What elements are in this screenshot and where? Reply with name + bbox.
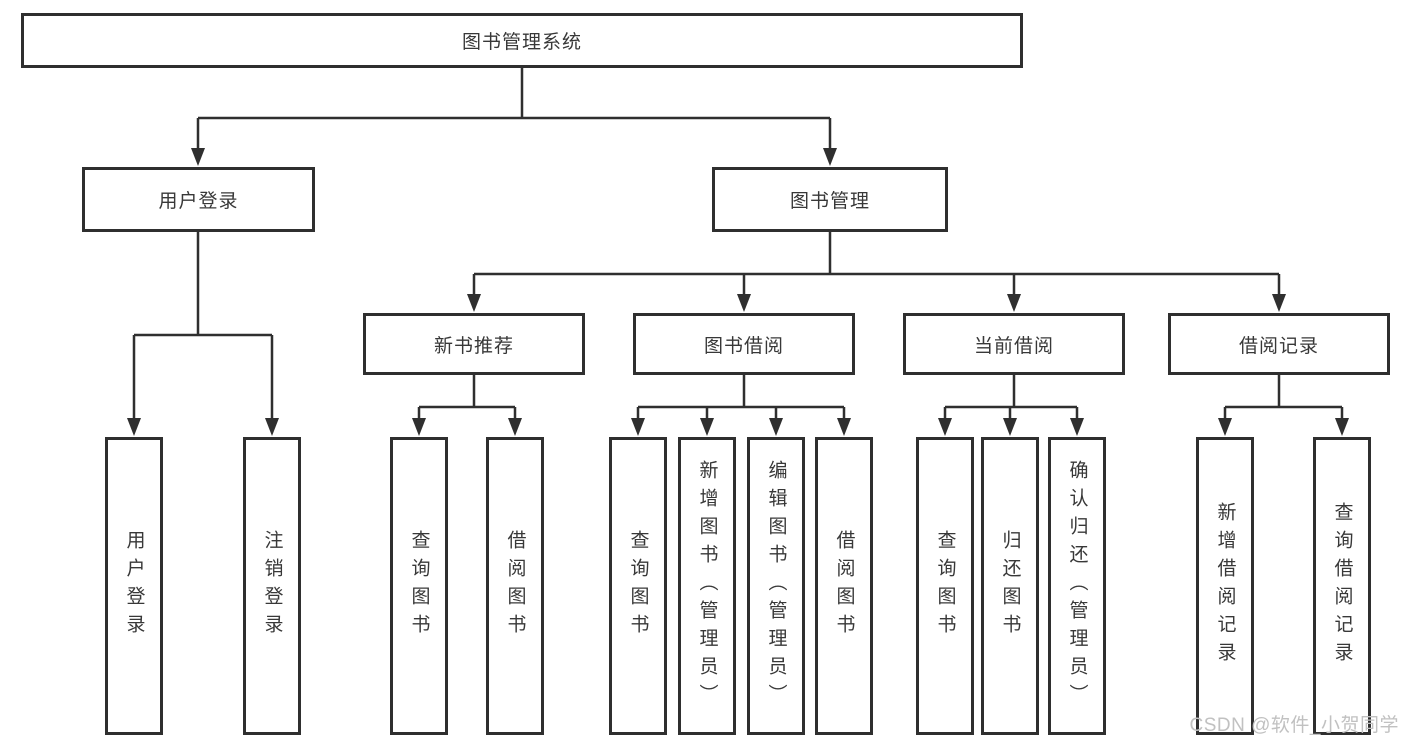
leaf-logout-label: 注销登录: [261, 530, 283, 642]
node-borrow-records: 借阅记录: [1168, 313, 1390, 375]
node-root: 图书管理系统: [21, 13, 1023, 68]
leaf-query-book-borrow: 查询图书: [609, 437, 667, 735]
leaf-borrow-book-label: 借阅图书: [833, 530, 855, 642]
leaf-edit-book-admin: 编辑图书（管理员）: [747, 437, 805, 735]
leaf-edit-book-admin-label: 编辑图书（管理员）: [765, 460, 787, 712]
leaf-borrow-book-recommend: 借阅图书: [486, 437, 544, 735]
node-borrow-records-label: 借阅记录: [1238, 335, 1319, 357]
node-user-login-label: 用户登录: [158, 191, 239, 212]
leaf-borrow-book-recommend-label: 借阅图书: [504, 530, 526, 642]
leaf-confirm-return-admin: 确认归还（管理员）: [1048, 437, 1106, 735]
leaf-logout: 注销登录: [243, 437, 301, 735]
leaf-add-borrow-record-label: 新增借阅记录: [1214, 502, 1236, 670]
node-new-book-recommend-label: 新书推荐: [433, 335, 514, 357]
leaf-return-book-label: 归还图书: [999, 530, 1021, 642]
csdn-watermark: CSDN @软件_小贺同学: [1189, 715, 1399, 736]
leaf-query-book-recommend-label: 查询图书: [408, 530, 430, 642]
node-new-book-recommend: 新书推荐: [363, 313, 585, 375]
node-current-borrow-label: 当前借阅: [973, 335, 1054, 357]
leaf-query-borrow-record-label: 查询借阅记录: [1331, 502, 1353, 670]
leaf-borrow-book: 借阅图书: [815, 437, 873, 735]
leaf-query-book-borrow-label: 查询图书: [627, 530, 649, 642]
leaf-add-book-admin-label: 新增图书（管理员）: [696, 460, 718, 712]
leaf-query-book-current-label: 查询图书: [934, 530, 956, 642]
leaf-user-login-label: 用户登录: [123, 530, 145, 642]
node-book-borrow: 图书借阅: [633, 313, 855, 375]
leaf-query-book-recommend: 查询图书: [390, 437, 448, 735]
node-root-label: 图书管理系统: [461, 32, 582, 53]
leaf-user-login: 用户登录: [105, 437, 163, 735]
leaf-confirm-return-admin-label: 确认归还（管理员）: [1066, 460, 1088, 712]
node-user-login: 用户登录: [82, 167, 315, 232]
leaf-query-borrow-record: 查询借阅记录: [1313, 437, 1371, 735]
node-book-management-label: 图书管理: [789, 191, 870, 212]
node-current-borrow: 当前借阅: [903, 313, 1125, 375]
arrowheads: [127, 148, 1349, 436]
leaf-return-book: 归还图书: [981, 437, 1039, 735]
node-book-management: 图书管理: [712, 167, 948, 232]
leaf-add-book-admin: 新增图书（管理员）: [678, 437, 736, 735]
leaf-query-book-current: 查询图书: [916, 437, 974, 735]
leaf-add-borrow-record: 新增借阅记录: [1196, 437, 1254, 735]
node-book-borrow-label: 图书借阅: [703, 335, 784, 357]
